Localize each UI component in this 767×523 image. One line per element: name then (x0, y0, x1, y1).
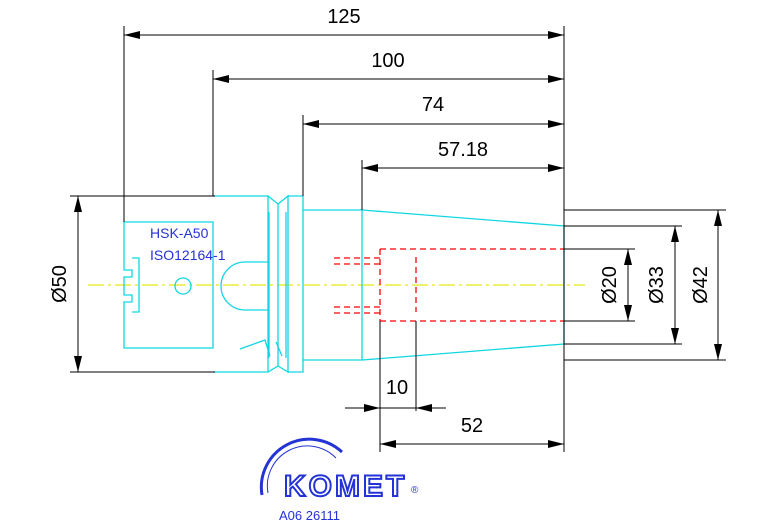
dim-length-100: 100 (371, 50, 404, 72)
logo-arc (259, 437, 344, 496)
dim-bore-offset: 10 (386, 377, 408, 399)
dim-dia-bore: Ø20 (599, 266, 621, 304)
dim-dia-42: Ø42 (690, 266, 712, 304)
komet-logo: KOMET ® (259, 437, 419, 504)
logo-registered: ® (411, 485, 419, 496)
dimension-lines (70, 26, 726, 452)
dim-dia-33: Ø33 (646, 266, 668, 304)
dim-length-57: 57.18 (438, 139, 488, 161)
dim-bore-depth: 52 (461, 415, 483, 437)
hidden-bore (334, 248, 564, 322)
dim-length-74: 74 (422, 94, 444, 116)
note-standard: ISO12164-1 (150, 247, 226, 263)
logo-brand: KOMET (284, 470, 407, 503)
dim-overall-length: 125 (327, 6, 360, 28)
note-interface: HSK-A50 (150, 225, 209, 241)
dim-dia-flange: Ø50 (49, 265, 71, 303)
part-number: A06 26111 (279, 508, 340, 523)
tool-holder-outline (123, 194, 565, 374)
arrowheads (74, 31, 722, 448)
